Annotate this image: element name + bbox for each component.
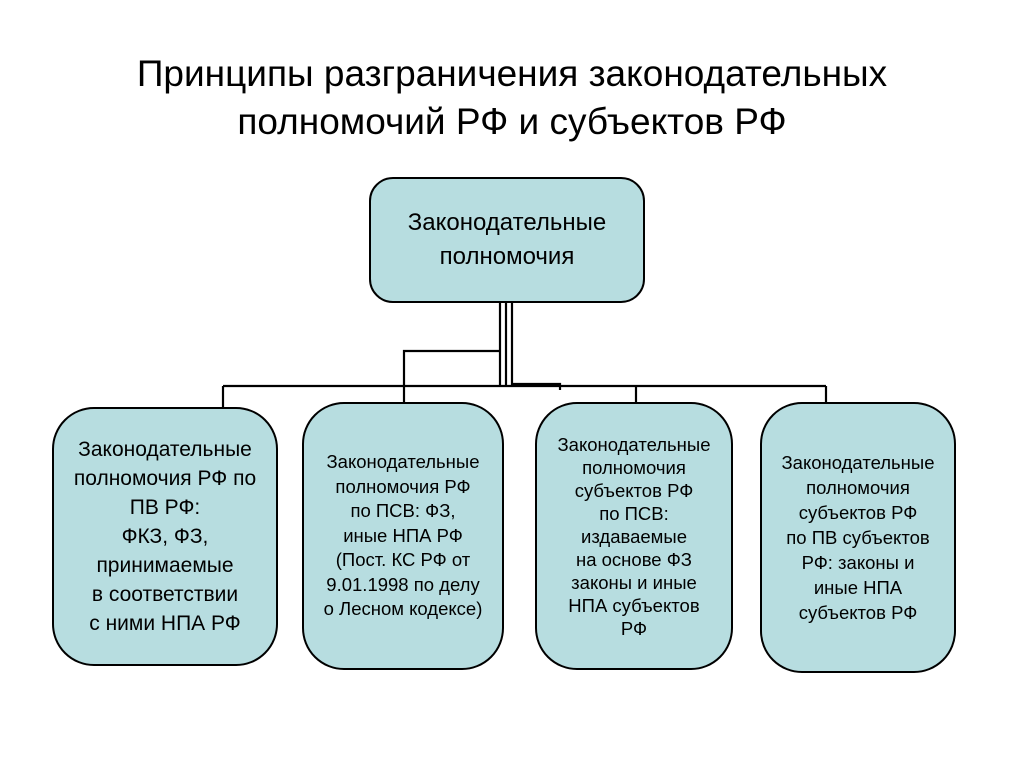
branch-line-inner-left <box>402 349 500 385</box>
child-node-label: Законодательные полномочия РФ по ПВ РФ: … <box>73 438 257 635</box>
child-node-subjects-exclusive-powers: Законодательные полномочия субъектов РФ … <box>760 402 956 673</box>
slide-title: Принципы разграничения законодательных п… <box>0 50 1024 146</box>
child-node-rf-exclusive-powers: Законодательные полномочия РФ по ПВ РФ: … <box>52 407 278 666</box>
child-node-label: Законодательные полномочия субъектов РФ … <box>781 452 935 623</box>
child-node-rf-joint-powers: Законодательные полномочия РФ по ПСВ: ФЗ… <box>302 402 504 670</box>
branch-line-inner-right <box>512 382 562 390</box>
child-node-label: Законодательные полномочия РФ по ПСВ: ФЗ… <box>323 451 483 620</box>
child-node-label: Законодательные полномочия субъектов РФ … <box>557 433 711 639</box>
root-node-legislative-powers: Законодательные полномочия <box>369 177 645 303</box>
slide-title-line-1: Принципы разграничения законодательных <box>136 53 888 94</box>
child-node-subjects-joint-powers: Законодательные полномочия субъектов РФ … <box>535 402 733 670</box>
slide-title-line-2: полномочий РФ и субъектов РФ <box>237 101 787 142</box>
root-node-label: Законодательные полномочия <box>407 209 607 270</box>
